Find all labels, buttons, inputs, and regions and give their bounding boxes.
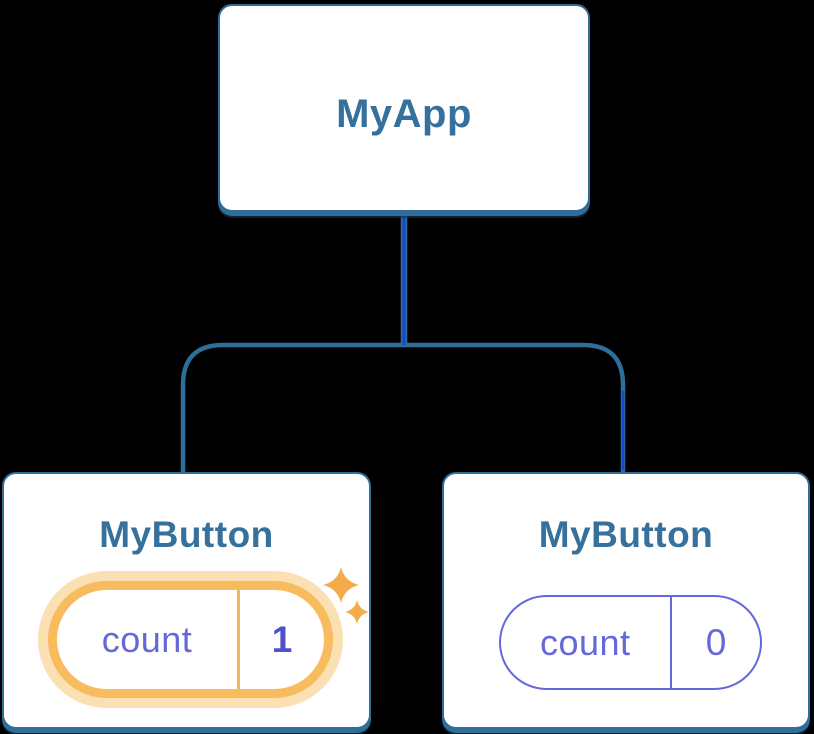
component-label: MyButton <box>538 514 714 555</box>
state-value-label: 0 <box>705 621 727 663</box>
component-node-myapp: MyApp <box>218 4 590 212</box>
component-label: MyApp <box>336 91 472 136</box>
component-node-mybutton-2: MyButton count 0 <box>442 472 810 729</box>
state-name-label: count <box>539 621 631 663</box>
state-badge-divider <box>669 597 672 688</box>
state-name-label: count <box>101 618 193 660</box>
state-value-label: 1 <box>271 618 293 660</box>
state-badge: count 0 <box>499 595 762 690</box>
component-label: MyButton <box>99 514 274 555</box>
state-badge-highlighted: count 1 <box>48 581 333 698</box>
state-badge-divider <box>237 590 240 689</box>
component-node-mybutton-1: MyButton count 1 <box>2 472 371 729</box>
sparkle-icon <box>323 567 369 624</box>
branch-connector-line <box>180 342 626 472</box>
